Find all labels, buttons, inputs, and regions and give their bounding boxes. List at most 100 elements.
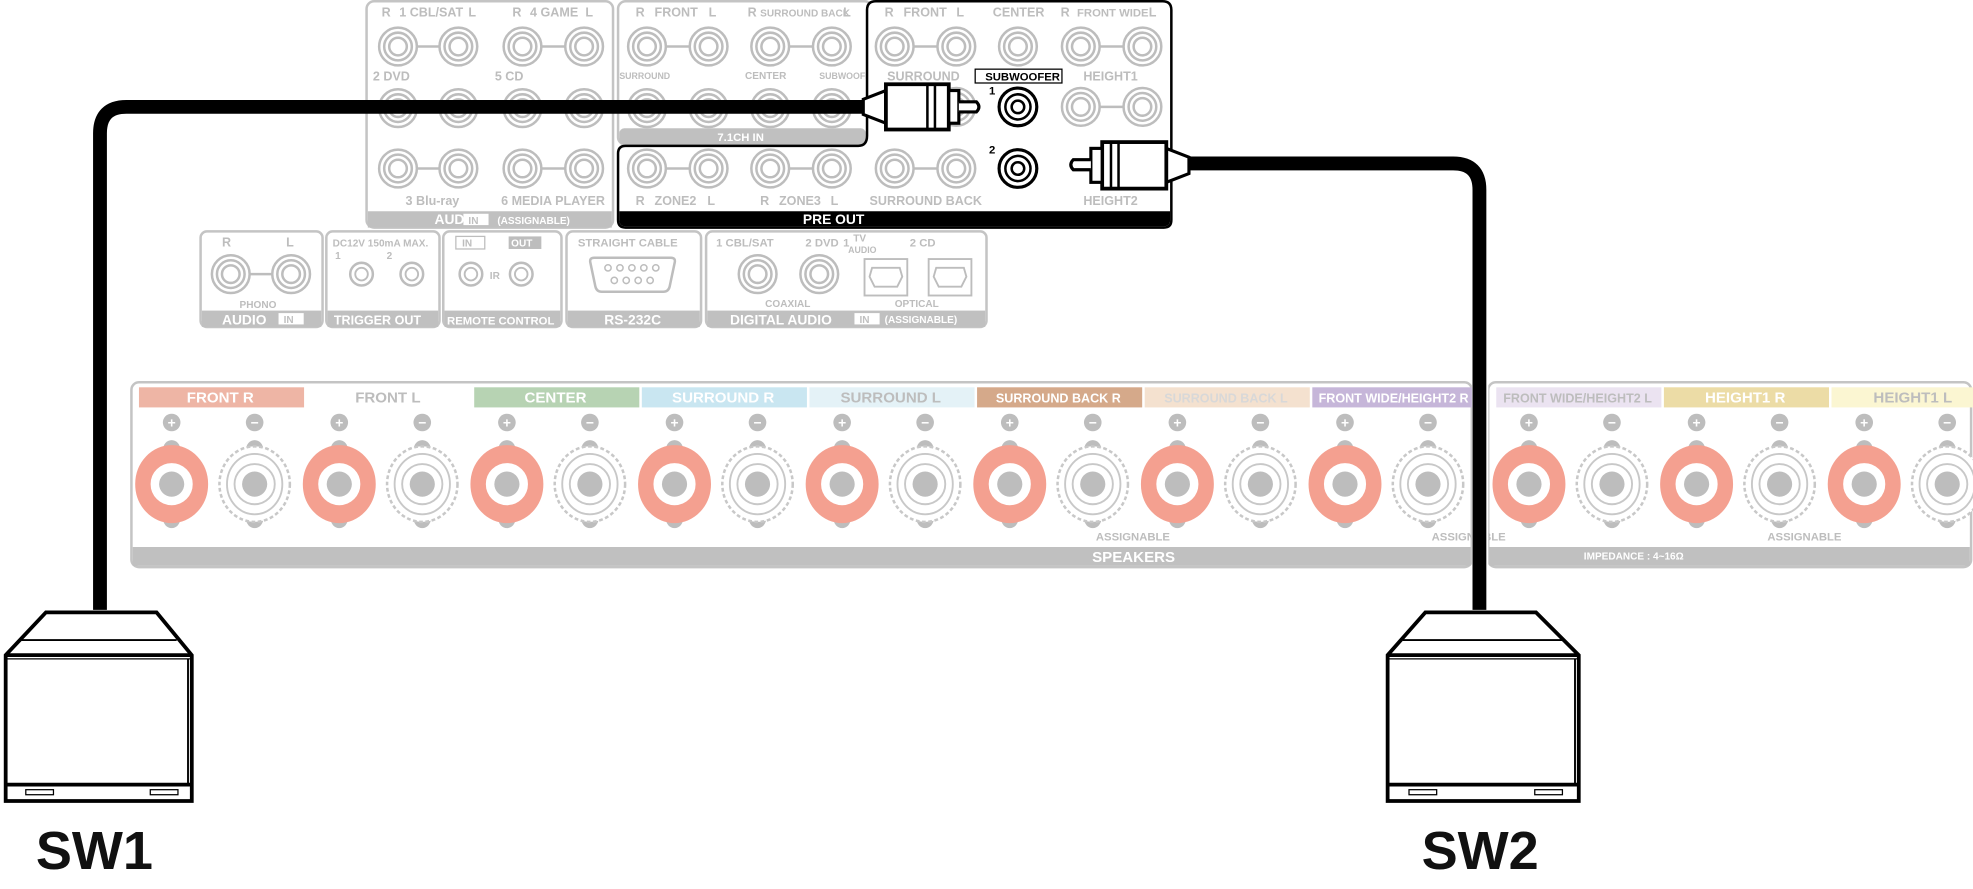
phono-label: PHONO xyxy=(240,300,277,311)
l-badge: L xyxy=(468,5,476,19)
coaxial-label: COAXIAL xyxy=(765,299,810,310)
svg-text:−: − xyxy=(921,415,929,431)
channel-label: CENTER xyxy=(525,389,587,406)
ch71-footer-bar xyxy=(619,128,866,145)
minus-icon xyxy=(1938,413,1957,432)
input-label-game: 4 GAME xyxy=(530,5,578,19)
digital-note: (ASSIGNABLE) xyxy=(885,315,958,326)
in-badge xyxy=(463,213,489,226)
pre-out-jack xyxy=(626,148,668,189)
optical-label: OPTICAL xyxy=(895,299,939,310)
ir-label: IR xyxy=(490,271,501,282)
svg-text:+: + xyxy=(168,415,176,431)
pre-height2-label: HEIGHT2 xyxy=(1083,194,1137,208)
db9-pin xyxy=(610,276,619,285)
channel-label-bar xyxy=(1831,387,1973,408)
r-badge: R xyxy=(885,5,894,19)
trigger-footer: TRIGGER OUT xyxy=(334,313,422,327)
plus-icon xyxy=(1855,413,1874,432)
rs232-top-label: STRAIGHT CABLE xyxy=(578,237,678,249)
speaker-terminal-minus xyxy=(553,440,627,529)
channel-label-bar xyxy=(1496,387,1662,408)
trigger-out-panel: DC12V 150mA MAX. 1 2 TRIGGER OUT xyxy=(325,230,441,329)
assignable-note: ASSIGNABLE xyxy=(1096,532,1171,544)
remote-control-panel: IN OUT IR REMOTE CONTROL xyxy=(442,230,563,329)
pre-height1-label: HEIGHT1 xyxy=(1083,69,1137,83)
zone3-label: ZONE3 xyxy=(779,194,821,208)
l-badge: L xyxy=(956,5,964,19)
svg-text:+: + xyxy=(1006,415,1014,431)
phono-footer: AUDIO xyxy=(222,311,267,327)
plus-icon xyxy=(665,413,684,432)
opt-1-tv-label: TV xyxy=(853,233,866,244)
r-badge: R xyxy=(748,5,757,19)
plus-icon xyxy=(1520,413,1538,432)
subwoofer-port-1[interactable] xyxy=(997,86,1039,128)
channel-label: FRONT R xyxy=(187,389,254,406)
speaker-terminal-plus xyxy=(1308,440,1382,529)
speaker-terminal-minus xyxy=(1743,440,1817,529)
in-badge: IN xyxy=(859,315,869,326)
audio-in-jack xyxy=(438,26,479,67)
assignable-note: ASSIGNABLE xyxy=(1432,532,1507,544)
r-badge: R xyxy=(512,5,521,19)
speaker-terminal-minus xyxy=(888,440,962,529)
phono-jacks xyxy=(210,254,312,295)
minus-icon xyxy=(1770,413,1789,432)
channel-label-bar xyxy=(641,387,807,408)
speaker-terminal-minus xyxy=(1910,440,1973,529)
channel-label: FRONT WIDE/HEIGHT2 L xyxy=(1503,391,1652,405)
sw1-cable-line xyxy=(93,99,870,610)
minus-icon xyxy=(1603,413,1621,432)
svg-text:+: + xyxy=(838,415,846,431)
opt-1-audio-label: AUDIO xyxy=(848,245,877,255)
channel-label: SURROUND BACK L xyxy=(1164,391,1288,405)
db9-pin xyxy=(646,276,655,285)
svg-text:−: − xyxy=(586,415,594,431)
opt-1-number: 1 xyxy=(843,237,849,249)
plus-icon xyxy=(1336,413,1354,432)
svg-text:−: − xyxy=(1776,415,1784,431)
l-badge: L xyxy=(709,5,717,19)
speaker-channel: HEIGHT1 L+− xyxy=(1827,387,1973,529)
audio-in-jack xyxy=(563,26,605,67)
svg-text:−: − xyxy=(418,415,426,431)
channel-label-bar xyxy=(474,387,640,408)
speaker-terminal-plus xyxy=(1492,440,1566,529)
speaker-terminal-plus xyxy=(302,440,376,529)
db9-pin xyxy=(604,263,612,272)
pre-out-jack xyxy=(874,26,915,67)
pre-front-label: FRONT xyxy=(904,5,948,19)
input-label-dvd: 2 DVD xyxy=(373,69,410,83)
channel-label-bar xyxy=(138,387,305,408)
ch71-jack xyxy=(688,26,729,67)
r-badge: R xyxy=(222,235,231,249)
r-badge: R xyxy=(636,5,645,19)
in-badge-text: IN xyxy=(468,216,478,227)
svg-text:+: + xyxy=(1173,415,1181,431)
r-badge: R xyxy=(636,194,645,208)
subwoofer-sw2: SW2 xyxy=(1385,610,1581,881)
l-badge: L xyxy=(585,5,593,19)
phono-panel: R L PHONO AUDIO IN xyxy=(199,230,324,329)
subwoofer-label-box xyxy=(974,68,1063,84)
remote-out-label: OUT xyxy=(511,238,533,249)
ch71-jack xyxy=(626,26,668,67)
channel-label-bar xyxy=(1144,387,1310,408)
remote-footer: REMOTE CONTROL xyxy=(447,315,554,327)
sw2-label: SW2 xyxy=(1422,821,1539,881)
trigger-port-1-label: 1 xyxy=(335,251,341,262)
plus-icon xyxy=(1168,413,1187,432)
svg-text:+: + xyxy=(335,415,343,431)
channel-label-bar xyxy=(809,387,975,408)
pre-out-jack xyxy=(811,148,852,189)
phono-jack xyxy=(210,254,251,295)
speaker-channel: SURROUND BACK R+− xyxy=(973,387,1143,529)
rs232c-panel: STRAIGHT CABLE RS-232C xyxy=(565,230,703,329)
speaker-terminal-minus xyxy=(1575,440,1649,529)
db9-pin xyxy=(622,276,631,285)
speaker-channel: FRONT WIDE/HEIGHT2 L+− xyxy=(1492,387,1662,529)
subwoofer-port-2[interactable] xyxy=(997,148,1039,189)
channel-label: FRONT WIDE/HEIGHT2 R xyxy=(1319,391,1469,405)
rs232-footer: RS-232C xyxy=(604,311,661,327)
